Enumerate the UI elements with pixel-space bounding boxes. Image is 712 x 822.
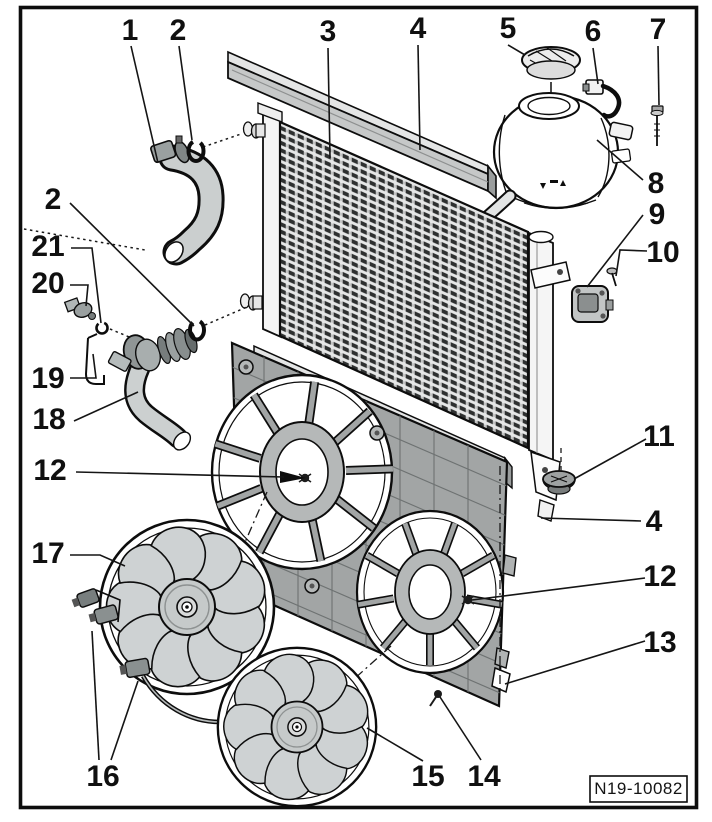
rubber-mount [542, 470, 576, 495]
leader-line-13 [504, 640, 646, 685]
callout-number-5: 5 [500, 12, 517, 45]
hose-sensor-port [107, 351, 132, 372]
callout-number-16: 16 [86, 760, 119, 793]
leader-line-10 [615, 249, 648, 277]
figure-code-label: N19-10082 [594, 779, 683, 798]
callout-number-21: 21 [31, 230, 64, 263]
leader-line-21 [71, 247, 102, 324]
figure-code-box: N19-10082 [589, 775, 688, 803]
radiator-inlet-lower [239, 293, 263, 311]
expansion-tank-assembly [461, 46, 664, 241]
callout-number-4: 4 [410, 12, 427, 45]
callout-number-15: 15 [411, 760, 444, 793]
radiator-core [278, 120, 530, 450]
callout-number-2: 2 [170, 14, 187, 47]
leader-line-5 [507, 44, 526, 56]
leader-line-19 [70, 353, 97, 379]
radiator-left-tank [262, 111, 282, 339]
shroud-screw-14 [429, 690, 442, 707]
shroud-mount-foot [491, 666, 511, 694]
expansion-tank-body [461, 92, 634, 241]
leader-line-9 [586, 214, 644, 288]
tank-level-marks [540, 180, 566, 189]
callout-number-3: 3 [320, 15, 337, 48]
coolant-temp-sensor [63, 297, 96, 320]
tank-outlet-stub [608, 121, 634, 141]
radiator-inlet-upper [242, 121, 266, 139]
leader-line-2 [69, 202, 195, 327]
upper-coolant-hose [150, 135, 225, 266]
leader-line-18 [73, 391, 139, 422]
leader-line-17 [70, 554, 126, 567]
leader-line-12 [471, 577, 646, 601]
leader-line-8 [596, 139, 644, 181]
sensor-bracket [84, 333, 105, 385]
leader-line-20 [70, 284, 89, 307]
leader-line-16 [91, 630, 100, 761]
shroud-right-tab-lower [494, 647, 510, 669]
shroud-right-tab-upper [502, 554, 517, 577]
leader-line-2 [178, 45, 193, 141]
callout-number-19: 19 [31, 362, 64, 395]
shroud-opening-large [210, 373, 393, 571]
leader-line-7 [657, 45, 660, 106]
leader-line-4 [417, 44, 421, 151]
tank-level-sensor [582, 79, 622, 119]
expansion-tank-cap [521, 46, 581, 80]
tank-screw [650, 105, 664, 146]
callout-number-14: 14 [467, 760, 501, 793]
leader-line-16 [110, 680, 139, 761]
callout-number-8: 8 [648, 167, 665, 200]
callout-number-17: 17 [31, 537, 64, 570]
callout-number-13: 13 [643, 626, 676, 659]
shroud-bosses [238, 359, 385, 594]
fan-control-module [571, 285, 614, 323]
callout-number-12: 12 [33, 454, 66, 487]
sensor-retaining-clip [95, 321, 109, 335]
radiator [239, 101, 571, 522]
shroud-opening-small [357, 509, 503, 675]
harness-connector [119, 657, 151, 679]
callout-number-12: 12 [643, 560, 676, 593]
callout-number-6: 6 [585, 15, 602, 48]
callout-number-2: 2 [45, 183, 62, 216]
callout-number-7: 7 [650, 13, 667, 46]
callout-number-11: 11 [643, 420, 675, 453]
callout-number-1: 1 [122, 14, 139, 47]
leader-arrow-12 [280, 471, 306, 483]
callout-number-4: 4 [646, 505, 663, 538]
o-ring-lower [188, 318, 206, 342]
radiator-top-trim-strip [227, 50, 497, 200]
leader-line-11 [573, 438, 647, 480]
leader-line-4 [540, 517, 642, 522]
o-ring-upper [186, 139, 206, 163]
leader-line-12 [75, 471, 285, 478]
callout-number-20: 20 [31, 267, 64, 300]
shroud-screw-12b [461, 595, 475, 605]
callout-number-9: 9 [649, 198, 666, 231]
leader-line-15 [366, 727, 424, 762]
lower-coolant-hose-assembly [107, 328, 198, 451]
radiator-upper-bracket [530, 261, 571, 289]
leader-line-14 [439, 696, 482, 761]
leader-line-3 [327, 47, 331, 159]
leader-line-1 [130, 45, 159, 164]
callout-number-18: 18 [32, 403, 65, 436]
callout-number-10: 10 [646, 236, 679, 269]
leader-line-6 [592, 47, 599, 85]
